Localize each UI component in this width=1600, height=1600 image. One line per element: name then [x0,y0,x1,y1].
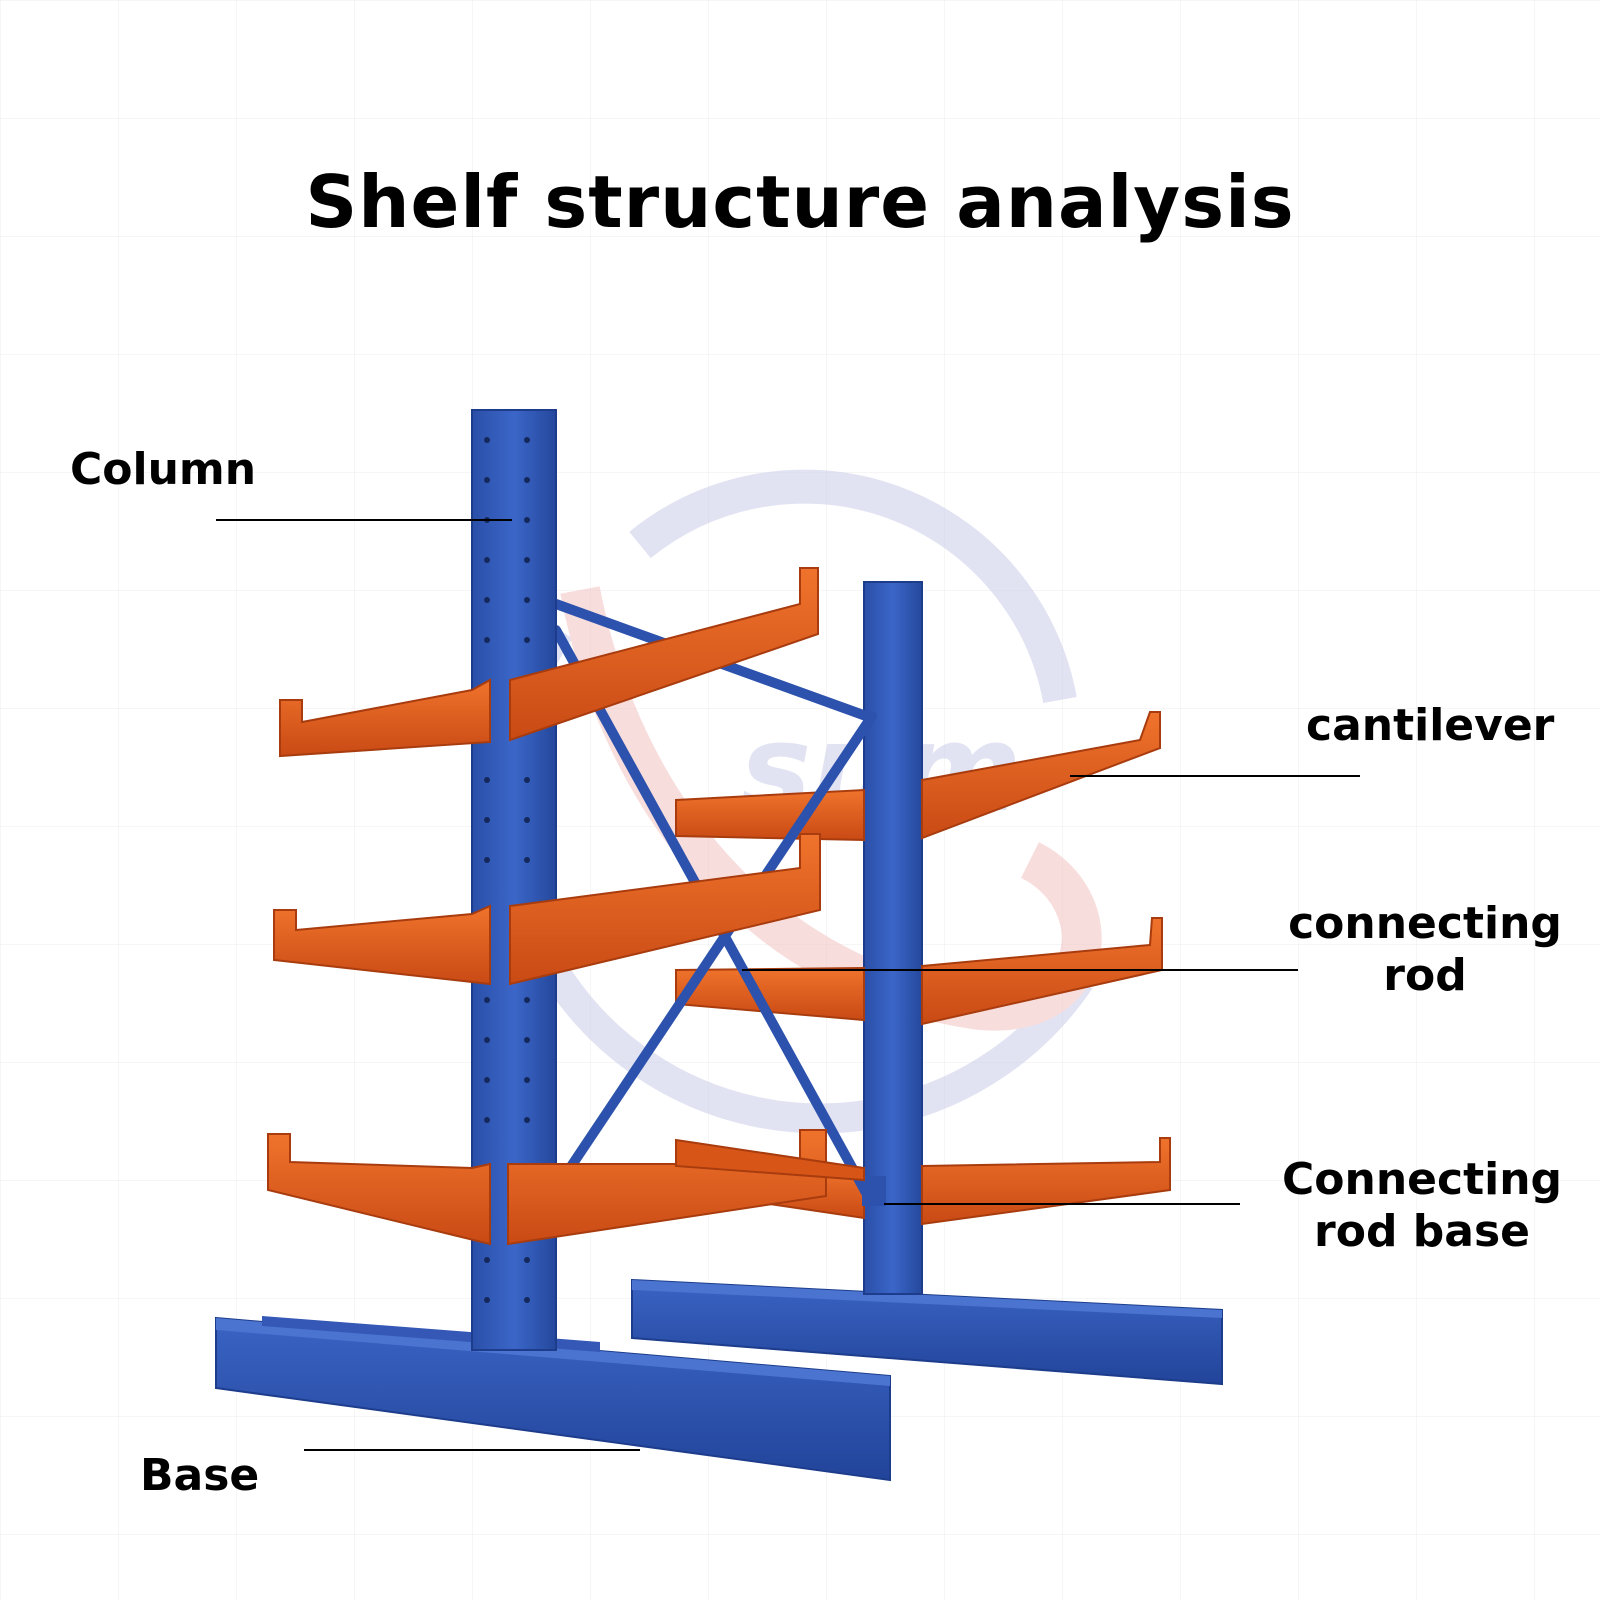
connecting-rod-label: connecting rod [1270,898,1580,1002]
connecting-rod-label-line2: rod [1383,950,1467,1001]
back-column [863,581,923,1295]
base-label: Base [140,1450,260,1501]
connecting-rod-label-line1: connecting [1288,898,1562,949]
cantilever-label: cantilever [1306,700,1555,751]
leader-lines [216,519,1360,1451]
connecting-rod-base-plate [862,1176,886,1206]
connecting-rod-base-label-line2: rod base [1314,1206,1530,1257]
connecting-rod-base-label-line1: Connecting [1281,1154,1563,1205]
back-base-beam [631,1278,1223,1386]
column-label: Column [70,444,257,495]
column-holes [484,437,530,1303]
front-cantilever-arms [267,567,865,1246]
connecting-rod-base-label: Connecting rod base [1262,1154,1582,1258]
page-title: Shelf structure analysis [305,160,1295,244]
